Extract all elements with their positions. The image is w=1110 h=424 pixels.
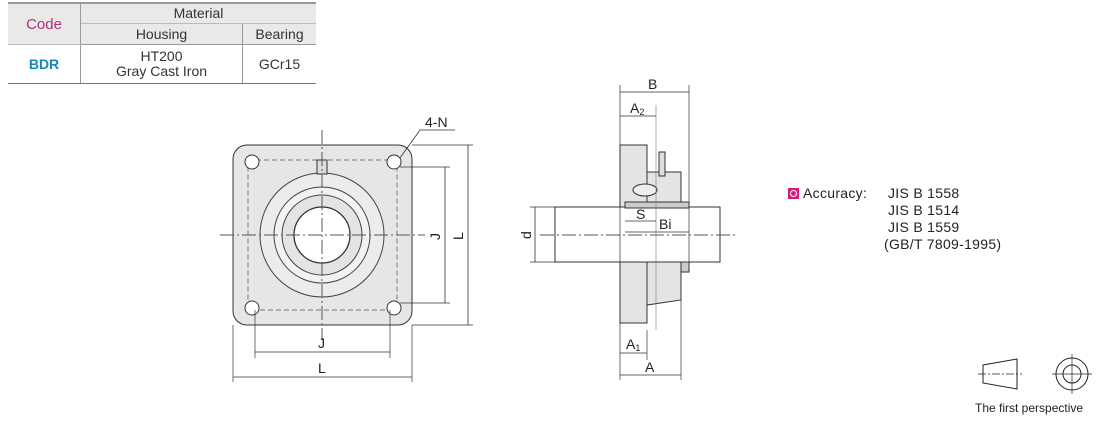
bearing-cell: GCr15 <box>242 44 316 84</box>
code-cell: BDR <box>8 44 81 84</box>
front-view <box>220 129 473 382</box>
dim-holes: 4-N <box>425 114 448 130</box>
bolt-hole <box>244 154 402 316</box>
housing-grade: HT200 <box>140 48 183 64</box>
projection-caption: The first perspective <box>975 401 1084 415</box>
code-header: Code <box>8 2 81 45</box>
side-view <box>530 85 735 380</box>
dim-j-horizontal: J <box>318 335 325 351</box>
accuracy-label: Accuracy: <box>803 185 868 201</box>
standard-1: JIS B 1558 <box>888 185 960 201</box>
standard-4: (GB/T 7809-1995) <box>884 236 1002 252</box>
dim-l-vertical: L <box>450 232 466 240</box>
dim-bi: Bi <box>659 216 671 232</box>
dim-s: S <box>636 206 645 222</box>
dim-a1: A1 <box>626 336 640 353</box>
housing-header: Housing <box>80 23 243 45</box>
dim-j-vertical: J <box>427 233 443 240</box>
dim-l-horizontal: L <box>318 360 326 376</box>
housing-material: Gray Cast Iron <box>115 63 208 79</box>
standard-3: JIS B 1559 <box>888 219 960 235</box>
material-header: Material <box>80 2 316 24</box>
dim-d: d <box>518 231 534 239</box>
dim-a: A <box>645 359 655 375</box>
accuracy-marker-icon <box>788 188 799 199</box>
dim-b: B <box>648 76 657 92</box>
accuracy-block: Accuracy: JIS B 1558 JIS B 1514 JIS B 15… <box>788 185 1001 252</box>
dim-a2: A2 <box>630 100 644 117</box>
bearing-header: Bearing <box>242 23 316 45</box>
standards-list: JIS B 1514 JIS B 1559 (GB/T 7809-1995) <box>884 202 1001 253</box>
standard-2: JIS B 1514 <box>888 202 960 218</box>
first-angle-projection-icon <box>978 354 1092 394</box>
